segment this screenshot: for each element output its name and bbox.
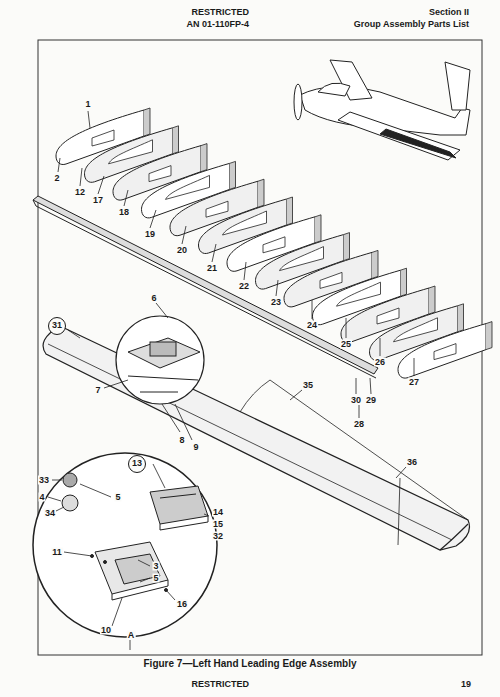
page-header: Section II xyxy=(428,8,470,17)
callout-number: 13 xyxy=(132,459,142,468)
callout-number: 22 xyxy=(238,282,250,291)
airplane-icon xyxy=(294,60,470,160)
callout-number: 8 xyxy=(178,436,185,445)
callout-number: 5 xyxy=(152,574,159,583)
callout-number: 32 xyxy=(212,532,224,541)
circled-callout: 13 xyxy=(128,455,146,473)
callout-number: 11 xyxy=(51,548,63,557)
figure-caption: Figure 7—Left Hand Leading Edge Assembly xyxy=(143,659,358,669)
callout-number: 34 xyxy=(44,509,56,518)
callout-number: 30 xyxy=(350,396,362,405)
callout-number: 18 xyxy=(118,208,130,217)
callout-number: 9 xyxy=(192,443,199,452)
callout-number: 10 xyxy=(100,626,112,635)
callout-number: 3 xyxy=(152,562,159,571)
callout-number: 29 xyxy=(365,396,377,405)
callout-number: 16 xyxy=(176,600,188,609)
leader-lines xyxy=(58,111,414,478)
callout-number: 36 xyxy=(406,458,418,467)
callout-number: 5 xyxy=(114,493,121,502)
frame xyxy=(38,40,482,655)
callout-number: 26 xyxy=(374,358,386,367)
rib-set xyxy=(56,108,492,378)
callout-number: 12 xyxy=(74,188,86,197)
detail-view-a xyxy=(33,453,217,650)
callout-number: 20 xyxy=(176,246,188,255)
callout-number: 28 xyxy=(353,420,365,429)
page-header: RESTRICTED xyxy=(190,8,250,17)
callout-number: 31 xyxy=(52,321,62,330)
callout-number: 23 xyxy=(270,298,282,307)
callout-number: 19 xyxy=(144,230,156,239)
circled-callout: 31 xyxy=(48,317,66,335)
callout-number: 33 xyxy=(38,476,50,485)
callout-number: 35 xyxy=(302,381,314,390)
page-header: RESTRICTED xyxy=(190,680,250,689)
access-door-detail xyxy=(104,303,204,440)
page-header: 19 xyxy=(460,680,472,689)
callout-number: 17 xyxy=(92,196,104,205)
callout-number: 1 xyxy=(84,100,91,109)
callout-number: 7 xyxy=(94,386,101,395)
callout-number: 27 xyxy=(408,378,420,387)
callout-number: 4 xyxy=(38,493,45,502)
page-header: Group Assembly Parts List xyxy=(353,20,470,29)
callout-number: 2 xyxy=(53,174,60,183)
callout-number: 14 xyxy=(212,508,224,517)
callout-number: 25 xyxy=(340,340,352,349)
callout-number: 21 xyxy=(206,264,218,273)
callout-number: 6 xyxy=(150,294,157,303)
page-header: AN 01-110FP-4 xyxy=(185,20,250,29)
rib xyxy=(398,322,492,379)
callout-number: 24 xyxy=(306,321,318,330)
callout-number: 15 xyxy=(212,520,224,529)
callout-number: A xyxy=(127,631,136,640)
